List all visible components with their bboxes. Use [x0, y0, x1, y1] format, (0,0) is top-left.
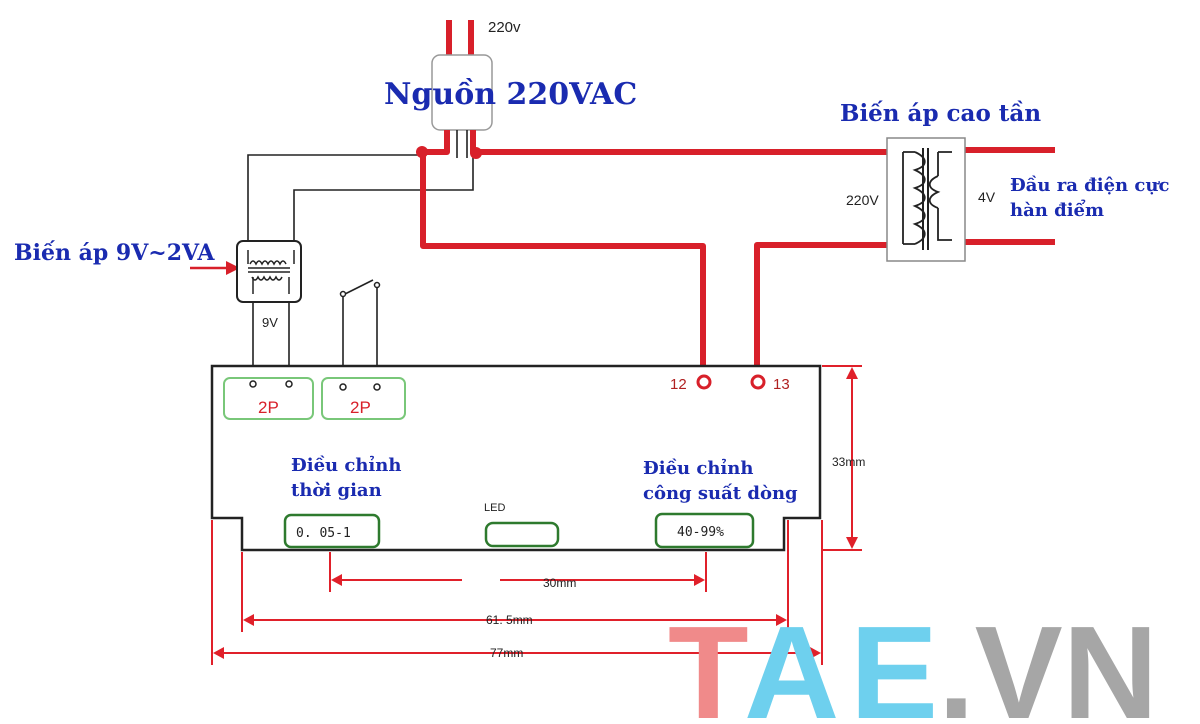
small-transformer-label: Biến áp 9V~2VA: [14, 240, 215, 266]
terminal-12-label: 12: [670, 376, 687, 393]
connector-pin: [339, 383, 347, 391]
output-label-line1: Đầu ra điện cực: [1010, 174, 1169, 196]
power-source-box: [431, 54, 493, 131]
logo-letter-a: A: [744, 599, 839, 724]
dimension-knob-spacing-label: 30mm: [543, 576, 576, 590]
logo-text-vn: .VN: [938, 599, 1158, 724]
power-adjust-label-line2: công suất dòng: [643, 482, 798, 504]
power-adjust-knob: [654, 512, 755, 549]
connector-right-label: 2P: [350, 398, 371, 417]
connector-pin: [249, 380, 257, 388]
hf-transformer-label: Biến áp cao tần: [840, 100, 1041, 127]
logo-letter-t: T: [668, 599, 749, 724]
led-label: LED: [484, 502, 505, 514]
pointer-arrow: [190, 261, 240, 275]
dimension-outer-width-label: 77mm: [490, 646, 523, 660]
power-adjust-label-line1: Điều chỉnh: [643, 457, 753, 479]
connector-left-label: 2P: [258, 398, 279, 417]
switch-pivot: [339, 290, 347, 298]
switch-contact: [373, 281, 381, 289]
watermark-logo: T A E .VN: [668, 599, 1158, 724]
time-adjust-knob: [283, 513, 381, 549]
hf-secondary-label: 4V: [978, 189, 996, 205]
dimension-arrowheads: [213, 367, 858, 659]
small-secondary-label: 9V: [262, 315, 278, 330]
terminal-13-label: 13: [773, 376, 790, 393]
time-adjust-label-line1: Điều chỉnh: [291, 454, 401, 476]
mains-plug: [446, 20, 474, 58]
time-adjust-label-line2: thời gian: [291, 480, 382, 501]
terminal-13: [750, 374, 766, 390]
supply-voltage-label: 220v: [488, 19, 521, 36]
power-range-label: 40-99%: [677, 525, 724, 540]
logo-letter-e: E: [850, 599, 938, 724]
terminal-12: [696, 374, 712, 390]
hf-primary-label: 220V: [846, 192, 879, 208]
dimension-height-label: 33mm: [832, 455, 865, 469]
connector-pin: [285, 380, 293, 388]
junction-dot: [470, 147, 482, 159]
junction-dot: [416, 146, 428, 158]
small-transformer: [236, 240, 302, 303]
dimension-lines: [211, 365, 862, 665]
connector-pin: [373, 383, 381, 391]
time-range-label: 0. 05-1: [296, 526, 351, 541]
connector-left: [223, 377, 314, 420]
power-source-label: Nguồn 220VAC: [384, 77, 637, 112]
dimension-inner-width-label: 61. 5mm: [486, 613, 533, 627]
hf-transformer: [886, 137, 966, 262]
output-label-line2: hàn điểm: [1010, 197, 1104, 221]
led-indicator: [484, 521, 560, 548]
